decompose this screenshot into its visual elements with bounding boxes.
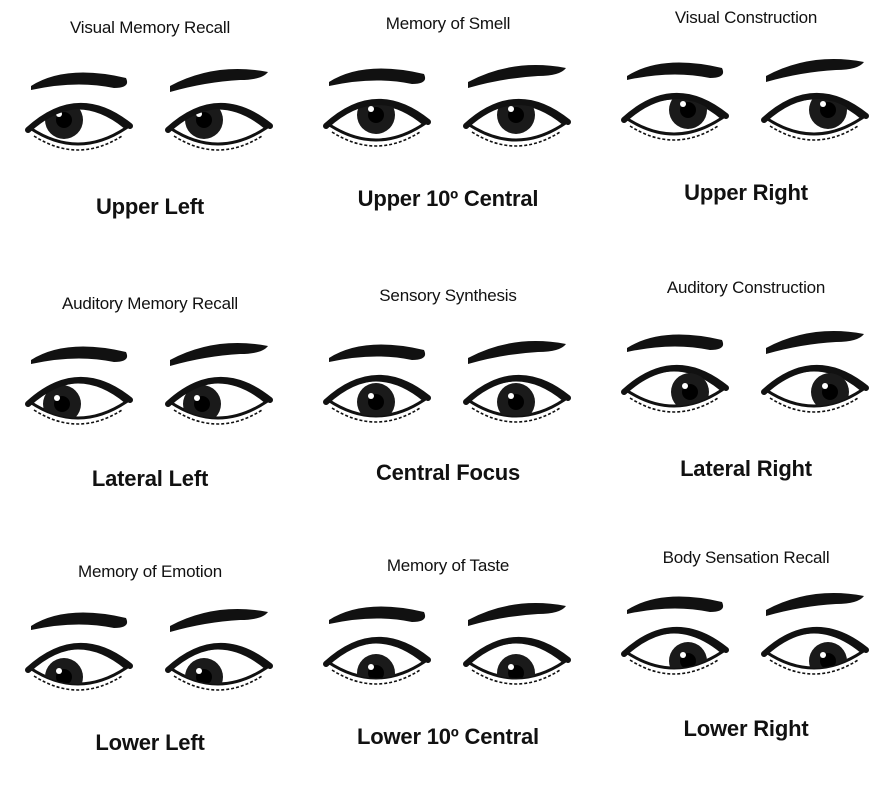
left-eye	[326, 607, 428, 692]
cell-upper-center: Memory of Smell Upper 10º Central	[298, 0, 598, 246]
eyes-illustration	[298, 330, 598, 440]
right-eye	[168, 343, 270, 424]
eyebrow	[31, 613, 127, 630]
right-eye	[168, 69, 270, 150]
eyes-illustration	[596, 582, 896, 692]
left-eye	[624, 335, 726, 412]
cell-caption: Memory of Smell	[298, 14, 598, 34]
eyebrow	[329, 607, 425, 624]
cell-upper-right: Visual Construction Upper Right	[596, 0, 896, 240]
gaze-direction-label: Lateral Left	[0, 466, 300, 492]
highlight	[508, 664, 514, 670]
eyes-illustration	[298, 54, 598, 164]
eyebrow	[468, 603, 566, 626]
gaze-direction-label: Upper 10º Central	[298, 186, 598, 212]
right-eye	[168, 609, 270, 696]
left-eye	[624, 63, 726, 140]
cell-caption: Memory of Taste	[298, 556, 598, 576]
cell-caption: Visual Construction	[596, 8, 896, 28]
eyebrow	[766, 59, 864, 82]
gaze-direction-label: Lower Left	[0, 730, 300, 756]
left-eye	[28, 73, 130, 150]
left-eye	[624, 597, 726, 680]
gaze-direction-label: Upper Right	[596, 180, 896, 206]
gaze-direction-label: Lower 10º Central	[298, 724, 598, 750]
highlight	[56, 668, 62, 674]
right-eye	[764, 59, 866, 140]
right-eye	[764, 331, 866, 412]
cell-lower-right: Body Sensation Recall Lower Right	[596, 534, 896, 784]
cell-caption: Visual Memory Recall	[0, 18, 300, 38]
cell-caption: Auditory Memory Recall	[0, 294, 300, 314]
left-eye	[28, 347, 130, 424]
eyebrow	[627, 63, 723, 80]
eyes-illustration	[0, 58, 300, 168]
cell-lateral-left: Auditory Memory Recall Lateral Left	[0, 274, 300, 524]
highlight	[54, 395, 60, 401]
eyebrow	[329, 69, 425, 86]
eyebrow	[627, 335, 723, 352]
eye-accessing-cues-diagram: Visual Memory Recall Upper Left Memory o…	[0, 0, 896, 756]
left-eye	[326, 345, 428, 422]
eyebrow	[31, 73, 127, 90]
cell-caption: Body Sensation Recall	[596, 548, 896, 568]
highlight	[682, 383, 688, 389]
cell-upper-left: Visual Memory Recall Upper Left	[0, 0, 300, 250]
eyes-illustration	[596, 320, 896, 430]
eyebrow	[627, 597, 723, 614]
cell-lower-center: Memory of Taste Lower 10º Central	[298, 540, 598, 790]
cell-caption: Sensory Synthesis	[298, 286, 598, 306]
highlight	[368, 664, 374, 670]
eyes-illustration	[0, 332, 300, 442]
eyebrow	[329, 345, 425, 362]
eyebrow	[170, 343, 268, 366]
eyebrow	[31, 347, 127, 364]
highlight	[368, 393, 374, 399]
right-eye	[466, 603, 568, 692]
gaze-direction-label: Lower Right	[596, 716, 896, 742]
eyes-illustration	[0, 598, 300, 708]
highlight	[508, 393, 514, 399]
highlight	[680, 652, 686, 658]
highlight	[820, 652, 826, 658]
cell-lower-left: Memory of Emotion Lower Left	[0, 546, 300, 796]
highlight	[194, 395, 200, 401]
highlight	[508, 106, 514, 112]
highlight	[196, 668, 202, 674]
cell-caption: Memory of Emotion	[0, 562, 300, 582]
eyebrow	[170, 69, 268, 92]
cell-lateral-right: Auditory Construction Lateral Right	[596, 266, 896, 516]
eyebrow	[170, 609, 268, 632]
eyebrow	[468, 341, 566, 364]
eyebrow	[468, 65, 566, 88]
highlight	[680, 101, 686, 107]
highlight	[368, 106, 374, 112]
eyes-illustration	[298, 592, 598, 702]
cell-central-focus: Sensory Synthesis Central Focus	[298, 272, 598, 522]
cell-caption: Auditory Construction	[596, 278, 896, 298]
right-eye	[466, 65, 568, 146]
gaze-direction-label: Upper Left	[0, 194, 300, 220]
eyebrow	[766, 331, 864, 354]
eyes-illustration	[596, 48, 896, 158]
right-eye	[466, 341, 568, 422]
eyebrow	[766, 593, 864, 616]
left-eye	[28, 613, 130, 696]
right-eye	[764, 593, 866, 680]
gaze-direction-label: Central Focus	[298, 460, 598, 486]
gaze-direction-label: Lateral Right	[596, 456, 896, 482]
left-eye	[326, 69, 428, 146]
highlight	[820, 101, 826, 107]
highlight	[822, 383, 828, 389]
